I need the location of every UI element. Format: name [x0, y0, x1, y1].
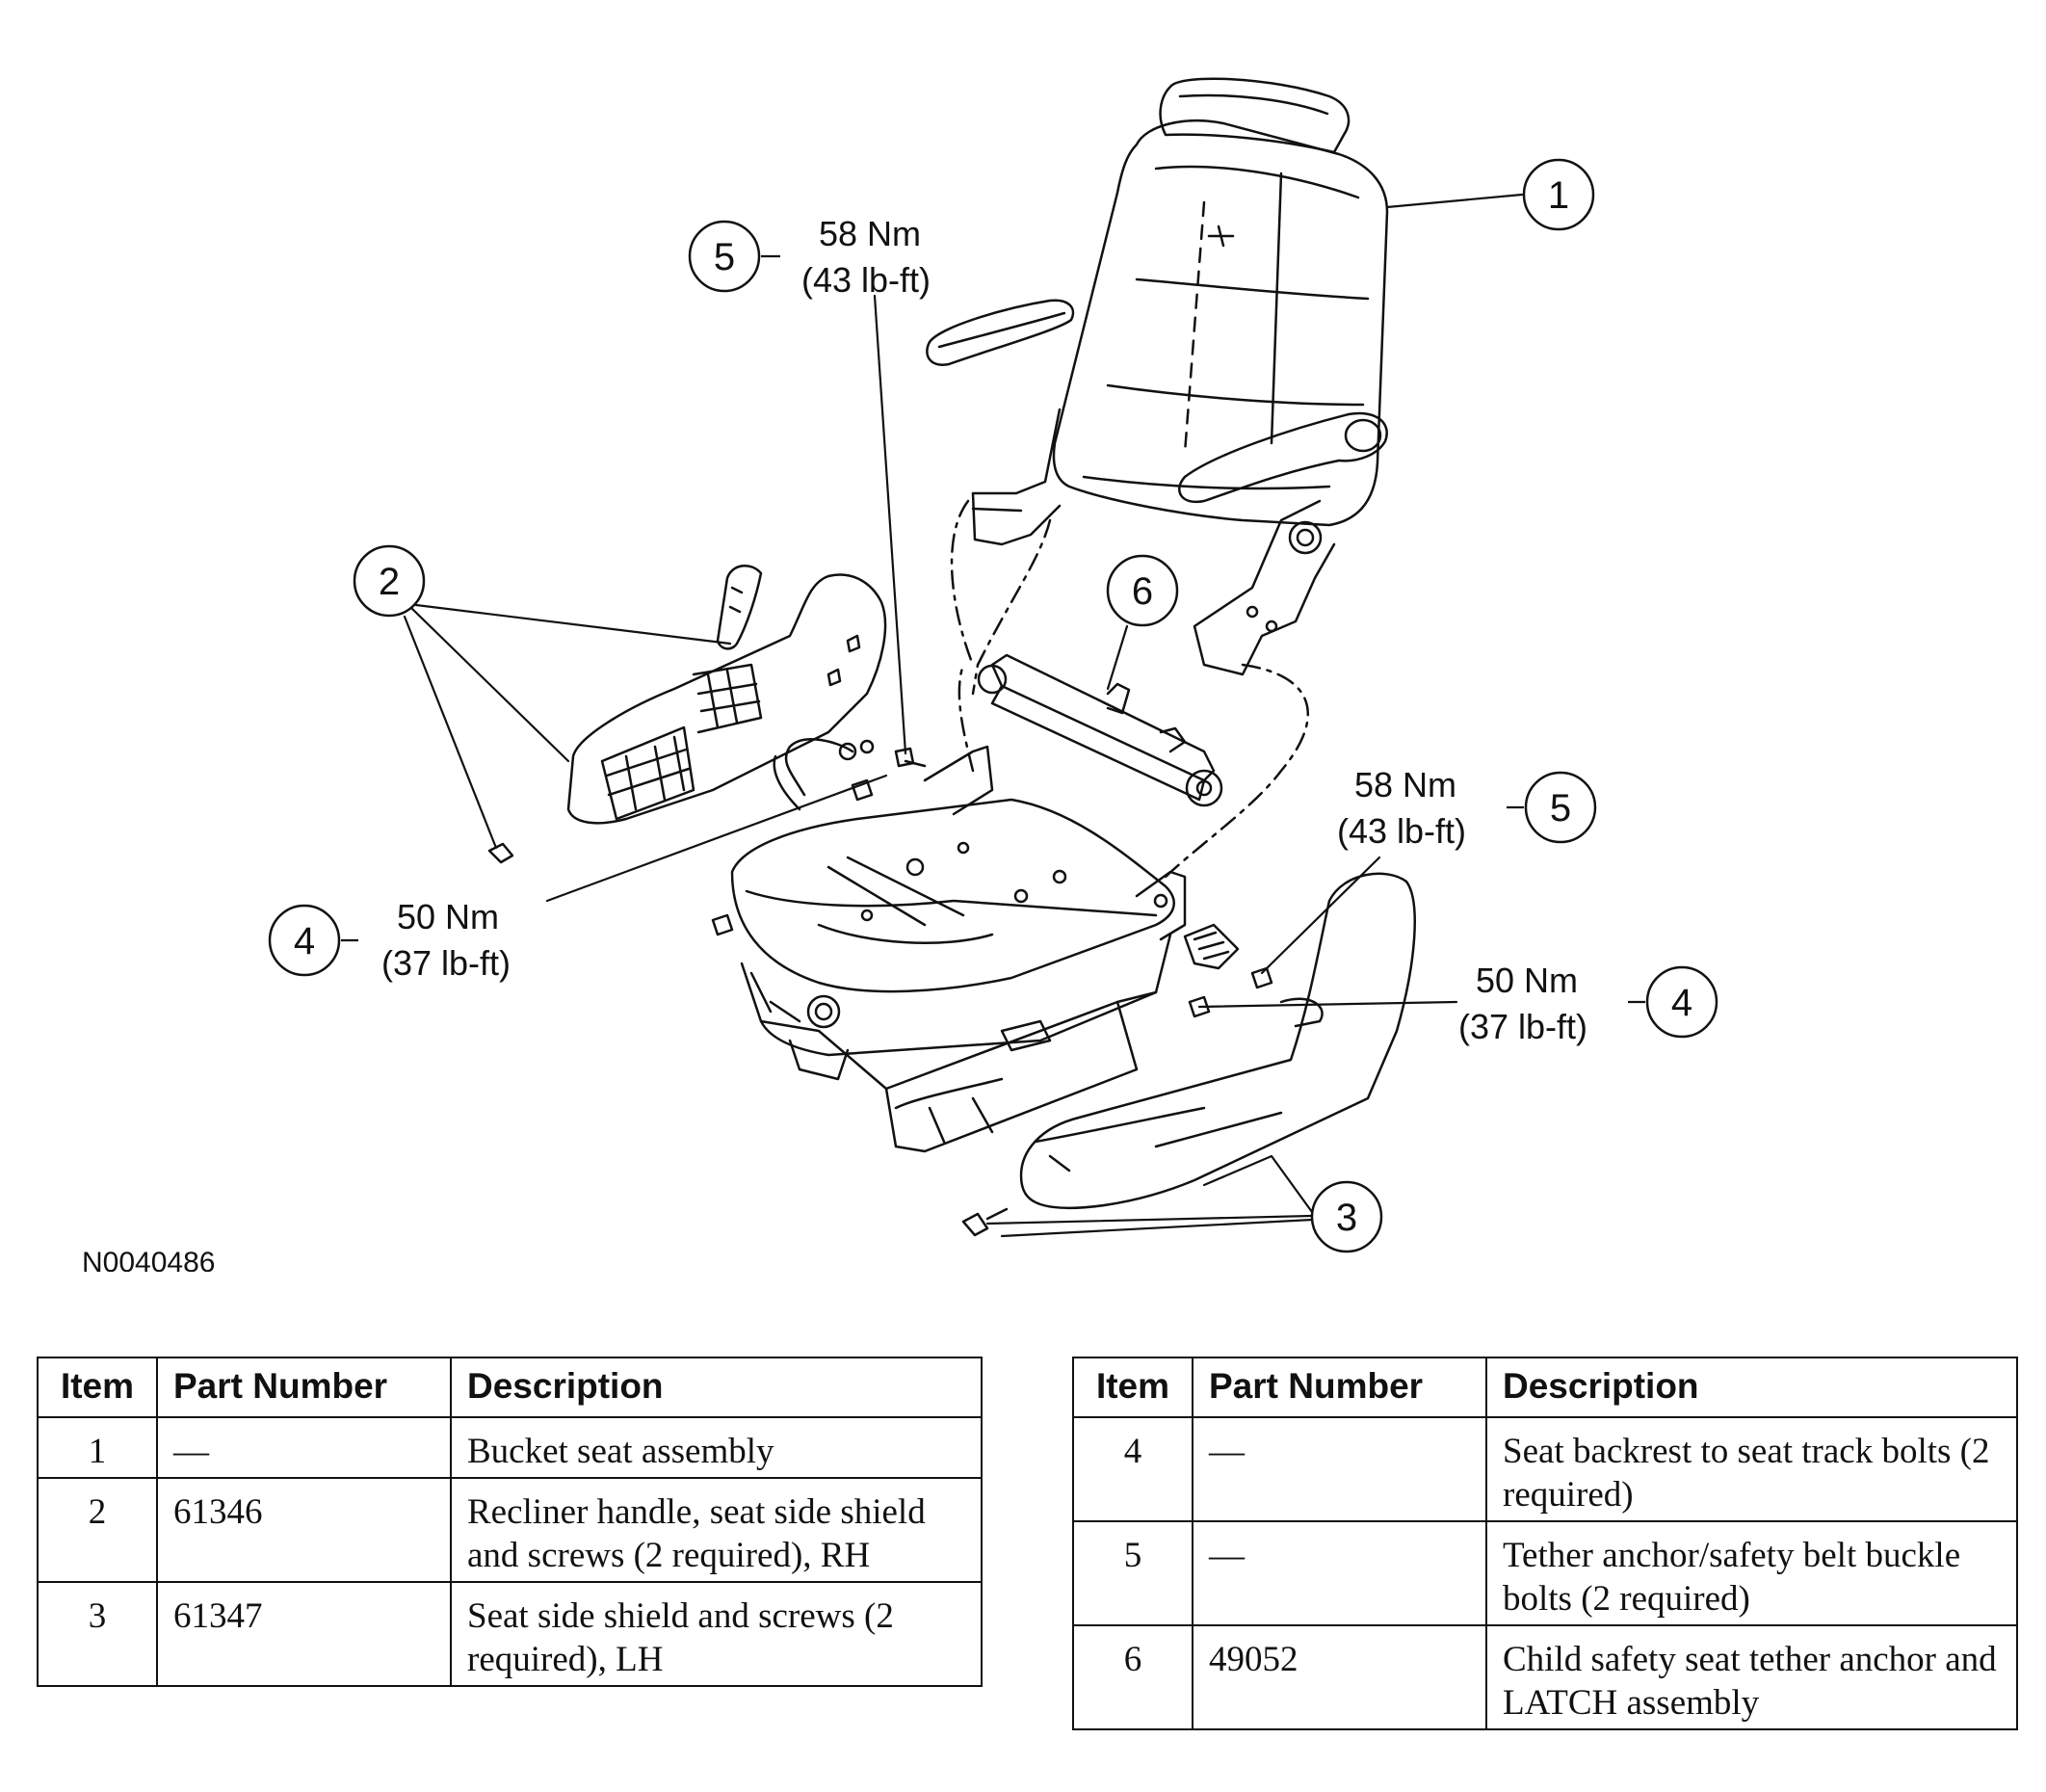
cell-item: 2: [37, 1477, 158, 1583]
cell-item: 6: [1072, 1624, 1194, 1730]
rh-side-shield-drawing: [566, 565, 887, 825]
callout-5-right: 5 58 Nm (43 lb-ft): [1337, 765, 1597, 851]
callout-4-right: 4 50 Nm (37 lb-ft): [1458, 961, 1718, 1046]
cell-item: 1: [37, 1416, 158, 1479]
parts-table-right: Item Part Number Description 4 — Seat ba…: [1072, 1357, 2018, 1730]
cell-description: Seat side shield and screws (2 required)…: [450, 1581, 983, 1687]
cell-part-number: —: [1192, 1520, 1487, 1626]
cell-item: 5: [1072, 1520, 1194, 1626]
cell-description: Seat backrest to seat track bolts (2 req…: [1485, 1416, 2018, 1522]
callout-4-left: 4 50 Nm (37 lb-ft): [268, 897, 511, 983]
callout-number: 4: [1671, 982, 1692, 1024]
torque-lbft: (43 lb-ft): [1337, 811, 1466, 851]
cell-part-number: —: [1192, 1416, 1487, 1522]
header-part-number: Part Number: [1192, 1357, 1487, 1418]
torque-nm: 58 Nm: [819, 214, 921, 253]
callout-number: 2: [379, 561, 400, 603]
table-row: 6 49052 Child safety seat tether anchor …: [1072, 1624, 2018, 1730]
table-row: 5 — Tether anchor/safety belt buckle bol…: [1072, 1520, 2018, 1626]
cell-part-number: —: [156, 1416, 452, 1479]
callout-number: 5: [714, 236, 735, 278]
cell-description: Child safety seat tether anchor and LATC…: [1485, 1624, 2018, 1730]
callout-number: 5: [1550, 787, 1571, 830]
table-header-row: Item Part Number Description: [1072, 1357, 2018, 1418]
callout-number: 1: [1548, 174, 1569, 217]
callout-3: 3: [1310, 1180, 1383, 1253]
header-item: Item: [37, 1357, 158, 1418]
parts-table-left: Item Part Number Description 1 — Bucket …: [37, 1357, 983, 1687]
table-row: 1 — Bucket seat assembly: [37, 1416, 983, 1479]
header-description: Description: [450, 1357, 983, 1418]
bolts-screws: [487, 747, 1273, 1237]
seat-cushion-track-drawing: [711, 738, 1187, 1153]
cell-description: Recliner handle, seat side shield and sc…: [450, 1477, 983, 1583]
callout-2: 2: [353, 544, 426, 618]
leader-lines: [403, 193, 1524, 1238]
header-description: Description: [1485, 1357, 2018, 1418]
cell-part-number: 61347: [156, 1581, 452, 1687]
callout-number: 6: [1132, 570, 1153, 613]
phantom-lines: [950, 499, 1309, 883]
cell-description: Tether anchor/safety belt buckle bolts (…: [1485, 1520, 2018, 1626]
torque-lbft: (43 lb-ft): [801, 260, 931, 300]
callout-1: 1: [1522, 158, 1595, 231]
cell-item: 3: [37, 1581, 158, 1687]
torque-nm: 50 Nm: [397, 897, 499, 936]
torque-nm: 50 Nm: [1476, 961, 1578, 1000]
cell-part-number: 61346: [156, 1477, 452, 1583]
cell-description: Bucket seat assembly: [450, 1416, 983, 1479]
callout-6: 6: [1106, 554, 1179, 627]
belt-buckle-drawing: [1183, 923, 1240, 970]
callout-number: 3: [1336, 1197, 1357, 1239]
torque-nm: 58 Nm: [1354, 765, 1456, 804]
table-row: 2 61346 Recliner handle, seat side shiel…: [37, 1477, 983, 1583]
seat-backrest-drawing: [926, 77, 1389, 676]
table-header-row: Item Part Number Description: [37, 1357, 983, 1418]
callout-5-top: 5 58 Nm (43 lb-ft): [688, 214, 931, 300]
torque-lbft: (37 lb-ft): [381, 943, 511, 983]
cell-item: 4: [1072, 1416, 1194, 1522]
callout-number: 4: [294, 920, 315, 962]
table-row: 3 61347 Seat side shield and screws (2 r…: [37, 1581, 983, 1687]
cell-part-number: 49052: [1192, 1624, 1487, 1730]
figure-id: N0040486: [82, 1247, 215, 1272]
table-row: 4 — Seat backrest to seat track bolts (2…: [1072, 1416, 2018, 1522]
torque-lbft: (37 lb-ft): [1458, 1007, 1587, 1046]
header-part-number: Part Number: [156, 1357, 452, 1418]
latch-assembly-drawing: [977, 653, 1223, 807]
header-item: Item: [1072, 1357, 1194, 1418]
lh-side-shield-drawing: [1019, 872, 1416, 1210]
seat-exploded-diagram: 1 2 3 6 5 58 Nm (43 lb-ft) 5 58 Nm (43 l…: [82, 77, 1718, 1272]
